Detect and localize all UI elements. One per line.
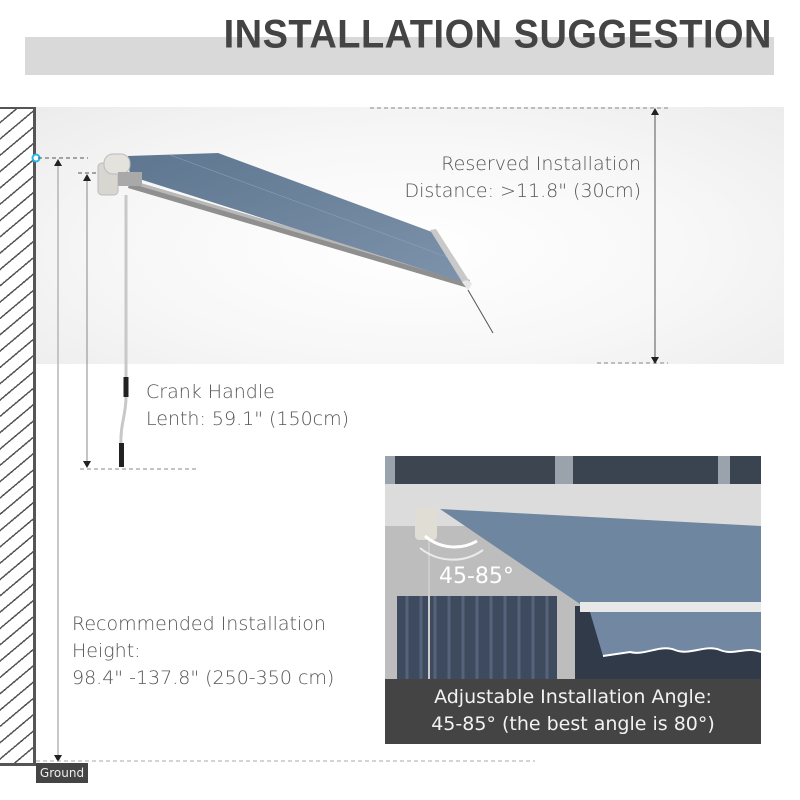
recommended-height-line1: Recommended Installation xyxy=(72,613,326,635)
reserved-distance-label: Reserved Installation Distance: >11.8" (… xyxy=(370,151,641,205)
awning-illustration xyxy=(97,153,494,467)
recommended-height-label: Recommended Installation Height: 98.4" -… xyxy=(72,611,334,692)
recommended-height-line3: 98.4" -137.8" (250-350 cm) xyxy=(72,667,335,689)
photo-caption: Adjustable Installation Angle: 45-85° (t… xyxy=(385,679,761,744)
page-title: INSTALLATION SUGGESTION xyxy=(223,12,772,58)
title-band xyxy=(25,37,774,75)
recommended-height-line2: Height: xyxy=(72,640,141,662)
wall-hatched xyxy=(0,107,36,766)
caption-line2: 45-85° (the best angle is 80°) xyxy=(431,713,715,735)
reserved-distance-line2: Distance: >11.8" (30cm) xyxy=(404,180,641,202)
crank-handle-line1: Crank Handle xyxy=(146,381,275,403)
crank-handle-label: Crank Handle Lenth: 59.1" (150cm) xyxy=(146,379,349,433)
caption-line1: Adjustable Installation Angle: xyxy=(434,686,712,708)
crank-handle-line2: Lenth: 59.1" (150cm) xyxy=(146,408,350,430)
angle-overlay-text: 45-85° xyxy=(439,564,514,589)
reserved-distance-line1: Reserved Installation xyxy=(441,153,641,175)
ground-badge: Ground xyxy=(36,763,88,783)
